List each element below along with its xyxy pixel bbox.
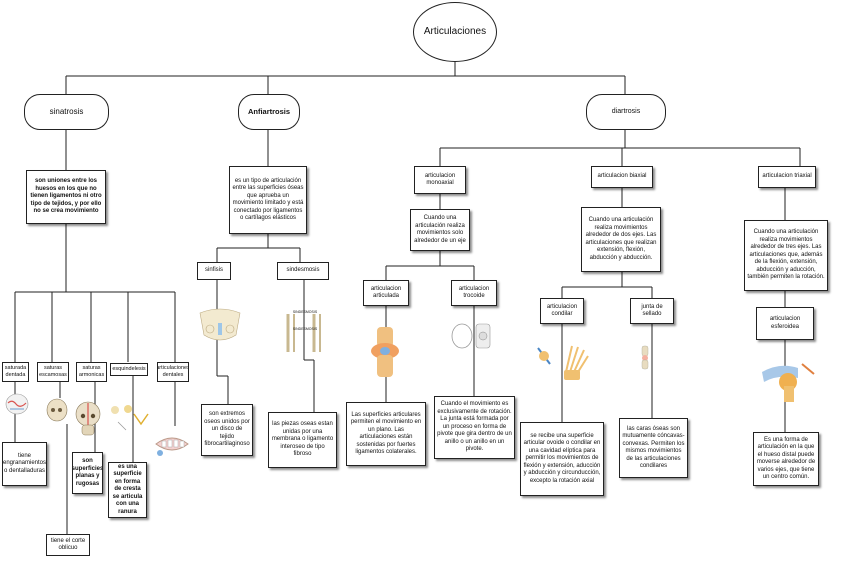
skull-escamosa-image [45, 398, 69, 424]
anfiartrosis-description: es un tipo de articulación entre las sup… [229, 166, 307, 234]
esquindelesis-image [108, 404, 150, 432]
root-node: Articulaciones [413, 2, 497, 62]
sinfisis-detail: son extremos oseos unidos por un disco d… [201, 404, 253, 456]
trocoide-node: articulacion trocoide [451, 280, 497, 306]
skull-dentada-image [4, 391, 30, 417]
knee-image [364, 327, 406, 377]
sindesmosis-node: sindesmosis [277, 262, 329, 280]
sinartrosis-description: son uniones entre los huesos en los que … [26, 170, 106, 224]
dental-image [154, 430, 190, 458]
sinartrosis-node: sinatrosis [24, 94, 109, 130]
trocoide-detail: Cuando el movimiento es exclusivamente d… [434, 396, 515, 459]
dentada-detail: tiene engranamientos o dentalladuras [2, 442, 47, 486]
articulaciones-dentales-node: articulaciones dentales [157, 362, 189, 382]
esferoidea-node: articulacion esferoidea [756, 307, 814, 340]
escamosa-detail: tiene el corte oblicuo [46, 534, 90, 556]
sindesmosis-image-caption-top: SINDESMOSIS [292, 309, 318, 314]
articulada-node: articulacion articulada [363, 280, 409, 306]
thumb-saddle-image [634, 344, 656, 370]
esquindelesis-detail: es una superficie en forma de cresta se … [108, 462, 147, 518]
diartrosis-node: diartrosis [586, 94, 666, 130]
sillado-detail: las caras óseas son mutuamente cóncavas-… [619, 418, 688, 478]
biaxial-node: articulacion biaxial [591, 166, 653, 188]
saturas-escamosas-node: saturas escamosas [37, 362, 69, 382]
triaxial-node: articulacion triaxial [758, 166, 816, 188]
hand-condilar-image [530, 342, 592, 382]
anfiartrosis-node: Anfiartrosis [238, 94, 300, 130]
shoulder-ball-image [758, 360, 818, 402]
skull-armonica-image [73, 400, 103, 440]
pivot-joint-image [448, 318, 496, 354]
sillado-node: junta de sellado [630, 298, 674, 324]
monoaxial-description: Cuando una articulación realiza movimien… [410, 209, 470, 251]
biaxial-description: Cuando una articulación realiza movimien… [581, 207, 661, 272]
saturada-dentada-node: saturada dentada [2, 362, 29, 382]
sindesmosis-image-caption-mid: SINDESMOSIS [292, 326, 318, 331]
forearm-bones-image [278, 310, 328, 356]
sinfisis-node: sinfisis [197, 262, 231, 280]
esferoidea-detail: Es una forma de articulación en la que e… [753, 432, 819, 486]
armonica-detail: son superficies planas y rugosas [72, 452, 103, 494]
sindesmosis-detail: las piezas oseas estan unidas por una me… [268, 412, 337, 468]
saturas-armonicas-node: saturas armonicas [76, 362, 107, 382]
pelvis-image [196, 305, 244, 347]
monoaxial-node: articulacion monoaxial [414, 166, 466, 194]
triaxial-description: Cuando una articulación realiza movimien… [744, 220, 828, 291]
esquindelesis-node: esquindelesis [110, 363, 148, 376]
condilar-detail: se recibe una superficie articular ovoid… [520, 422, 604, 496]
condilar-node: articulacion condilar [540, 298, 584, 324]
articulada-detail: Las superficies articulares permiten el … [346, 402, 426, 466]
